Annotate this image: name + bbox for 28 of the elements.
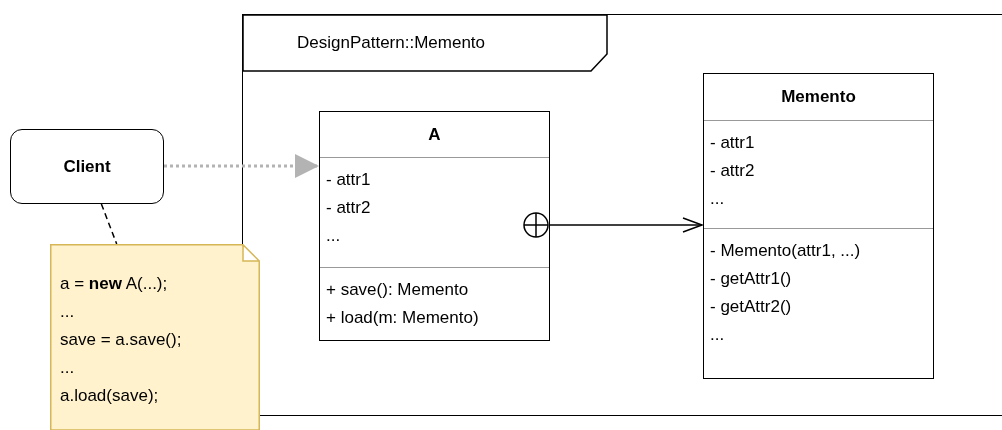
attribute-text: ... <box>326 225 341 247</box>
code-line: save = a.save(); <box>60 329 182 351</box>
method-text: - getAttr2() <box>710 296 792 318</box>
class-box <box>319 111 550 341</box>
class-box <box>703 73 934 379</box>
method-text: + save(): Memento <box>326 279 469 301</box>
code-line: a.load(save); <box>60 385 159 407</box>
attribute-text: - attr1 <box>326 169 371 191</box>
code-line: ... <box>60 301 75 323</box>
package-frame <box>242 14 1002 416</box>
code-line: ... <box>60 357 75 379</box>
attribute-text: - attr2 <box>710 160 755 182</box>
attribute-text: - attr2 <box>326 197 371 219</box>
connector-line <box>100 203 118 245</box>
arrow <box>523 212 703 238</box>
method-text: + load(m: Memento) <box>326 307 479 329</box>
actor-name: Client <box>63 155 111 178</box>
package-name: DesignPattern::Memento <box>297 32 486 54</box>
method-text: ... <box>710 324 725 346</box>
actor-box <box>10 129 164 204</box>
method-text: - getAttr1() <box>710 268 792 290</box>
class-name: Memento <box>781 86 856 108</box>
class-name: A <box>428 123 441 146</box>
code-line: a = new A(...); <box>60 273 168 295</box>
attribute-text: - attr1 <box>710 132 755 154</box>
arrow <box>164 154 319 178</box>
attribute-text: ... <box>710 188 725 210</box>
method-text: - Memento(attr1, ...) <box>710 240 861 262</box>
